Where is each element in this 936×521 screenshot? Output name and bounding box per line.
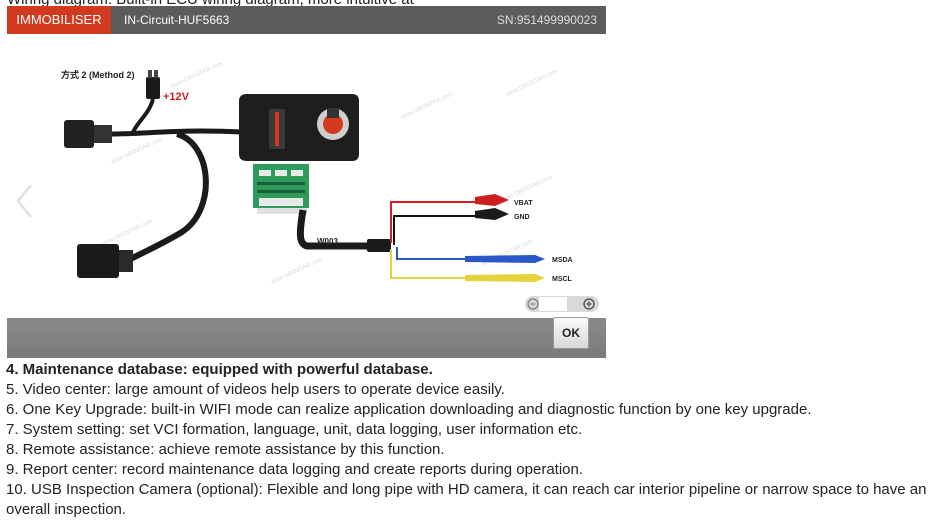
wire-label-mscl: MSCL bbox=[552, 276, 573, 283]
chevron-left-icon[interactable] bbox=[13, 181, 37, 221]
voltage-label: +12V bbox=[163, 91, 190, 103]
w003-connector bbox=[367, 239, 391, 252]
msda-probe bbox=[465, 255, 545, 263]
tab-immobiliser[interactable]: IMMOBILISER bbox=[7, 6, 111, 34]
device-screen: IMMOBILISER IN-Circuit-HUF5663 SN:951499… bbox=[7, 6, 606, 358]
device-topbar: IMMOBILISER IN-Circuit-HUF5663 SN:951499… bbox=[7, 6, 606, 34]
svg-text:www.OBDSTAR.com: www.OBDSTAR.com bbox=[269, 257, 323, 286]
w003-cable bbox=[296, 209, 369, 250]
wire-label-vbat: VBAT bbox=[514, 200, 533, 207]
wire-label-msda: MSDA bbox=[552, 257, 573, 264]
svg-text:www.OBDSTAR.com: www.OBDSTAR.com bbox=[504, 69, 558, 98]
method-label: 方式 2 (Method 2) bbox=[61, 69, 135, 80]
obd-cable bbox=[77, 131, 209, 278]
wiring-diagram: www.OBDSTAR.com www.OBDSTAR.com www.OBDS… bbox=[7, 34, 606, 318]
feature-list: 4. Maintenance database: equipped with p… bbox=[6, 360, 932, 520]
svg-text:www.OBDSTAR.com: www.OBDSTAR.com bbox=[399, 92, 453, 121]
serial-number: SN:951499990023 bbox=[496, 13, 597, 27]
zoom-slider[interactable] bbox=[525, 296, 599, 312]
feature-item: 5. Video center: large amount of videos … bbox=[6, 381, 505, 398]
zoom-in-icon[interactable] bbox=[583, 298, 595, 310]
db9-connector bbox=[64, 120, 243, 148]
feature-item: 4. Maintenance database: equipped with p… bbox=[6, 361, 433, 378]
cable-label: W003 bbox=[317, 237, 338, 246]
mscl-probe bbox=[465, 274, 545, 282]
programmer-device bbox=[239, 94, 359, 161]
power-plug bbox=[131, 70, 160, 133]
svg-text:www.OBDSTAR.com: www.OBDSTAR.com bbox=[169, 61, 223, 90]
svg-text:www.OBDSTAR.com: www.OBDSTAR.com bbox=[99, 219, 153, 248]
svg-text:www.OBDSTAR.com: www.OBDSTAR.com bbox=[109, 137, 163, 166]
top-cut-text: Wiring diagram: Built-in ECU wiring diag… bbox=[7, 0, 414, 8]
adapter-board bbox=[253, 164, 309, 214]
vbat-clip bbox=[475, 194, 509, 206]
feature-item: 10. USB Inspection Camera (optional): Fl… bbox=[6, 481, 927, 518]
zoom-out-icon[interactable] bbox=[527, 298, 539, 310]
module-title: IN-Circuit-HUF5663 bbox=[124, 13, 230, 27]
svg-text:www.OBDSTAR.com: www.OBDSTAR.com bbox=[479, 239, 533, 268]
device-bottombar bbox=[7, 318, 606, 358]
feature-item: 9. Report center: record maintenance dat… bbox=[6, 461, 584, 478]
feature-item: 6. One Key Upgrade: built-in WIFI mode c… bbox=[6, 401, 812, 418]
feature-item: 8. Remote assistance: achieve remote ass… bbox=[6, 441, 445, 458]
wire-label-gnd: GND bbox=[514, 214, 530, 221]
gnd-clip bbox=[475, 208, 509, 220]
feature-item: 7. System setting: set VCI formation, la… bbox=[6, 421, 583, 438]
ok-button[interactable]: OK bbox=[553, 317, 589, 349]
